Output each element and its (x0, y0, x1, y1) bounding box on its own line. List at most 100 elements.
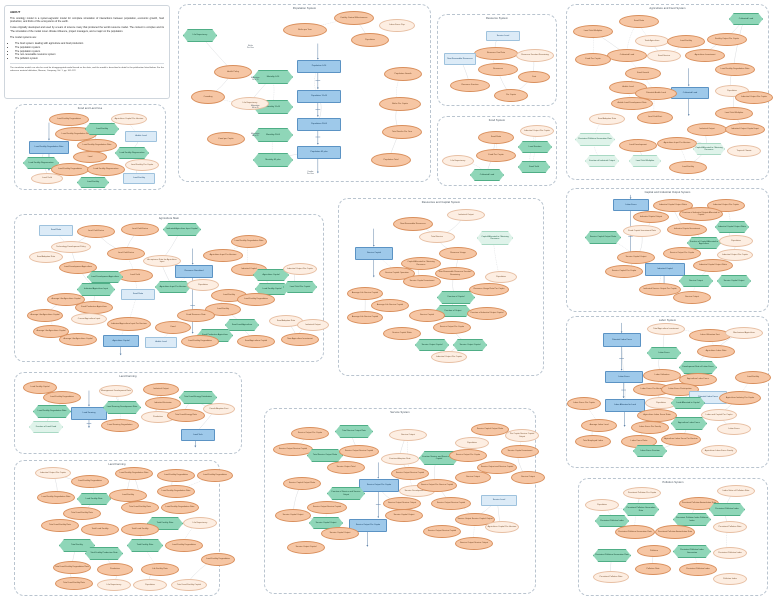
node-process[interactable]: Agriculture Capital (103, 335, 139, 347)
node-entity[interactable]: Current Agriculture Input (71, 313, 107, 325)
node-entity[interactable]: Industrial Capital Investment (667, 223, 707, 236)
node-entity[interactable]: Industrial Output Per Capita (35, 467, 71, 479)
node-entity[interactable]: Service Capital Output (321, 527, 359, 540)
node-entity[interactable]: Service Output Per Capita (433, 321, 471, 334)
node-process[interactable]: Population 15-44 (297, 90, 341, 103)
node-entity[interactable]: Persistent Pollution Rate (593, 571, 629, 583)
node-entity[interactable]: Health Policy (214, 65, 252, 79)
node-entity[interactable]: Persistent Pollution Rate (713, 521, 747, 533)
node-entity[interactable]: Persistent Pollution Index (679, 563, 717, 576)
node-entity[interactable]: Technology Development Policy (51, 241, 91, 253)
node-attribute[interactable]: Land Fraction (518, 141, 552, 153)
node-entity[interactable]: Industrial Capital Output Ratio (693, 259, 733, 272)
node-entity[interactable]: Labor Force Per Capita (567, 397, 601, 410)
node-entity[interactable]: Population (585, 499, 619, 511)
node-entity[interactable]: Industrial Output Per Capita (735, 91, 773, 104)
node-attribute[interactable]: Persistent Pollution Index Pollution Ind… (673, 513, 711, 526)
node-process[interactable]: Industrial Capital (645, 263, 685, 276)
node-process[interactable]: Arable Land (125, 131, 157, 142)
node-entity[interactable]: Land Yield Factor (107, 247, 145, 260)
node-entity[interactable]: Agriculture Industry Per Capita (719, 391, 761, 405)
node-process[interactable]: Food Ratio (121, 289, 155, 300)
node-entity[interactable]: Land Fertility Degradation (49, 113, 89, 126)
node-entity[interactable]: Service Output (673, 291, 711, 304)
node-entity[interactable]: Resource Fraction Remaining (516, 49, 554, 62)
node-attribute[interactable]: Land Fertility Rate (77, 493, 111, 505)
node-attribute[interactable]: Land Yield Per Capital (283, 281, 317, 293)
node-entity[interactable]: Service Capital Ratio (383, 327, 421, 340)
node-entity[interactable]: Land Fertility Degradation Rate (115, 467, 153, 480)
node-entity[interactable]: Resource Fraction (450, 79, 490, 92)
node-entity[interactable]: Indicated Service Output Per Capita (639, 283, 681, 296)
node-entity[interactable]: Land Development (619, 139, 657, 152)
node-entity[interactable]: Total Service (419, 231, 455, 243)
node-entity[interactable]: Food Ratio (619, 15, 659, 28)
node-attribute[interactable]: Land Fertility Regeneration (115, 147, 149, 159)
node-entity[interactable]: Service Output Capital (287, 541, 325, 554)
node-attribute[interactable]: Cultivated Land (470, 169, 504, 181)
node-process[interactable]: Service Level (481, 495, 517, 506)
node-attribute[interactable]: Service Capital Output (717, 275, 751, 287)
node-entity[interactable]: Index Value of Pollution Rate (717, 485, 755, 497)
node-attribute[interactable]: Agriculture Capital (253, 269, 289, 281)
node-entity[interactable]: Persistent Pollution Generation Rate (615, 525, 655, 539)
node-entity[interactable]: Total Land Energy Rate (167, 409, 205, 422)
node-attribute[interactable]: Total Service Output Rate (335, 425, 373, 438)
node-attribute[interactable]: Total Fertility Rate (127, 539, 163, 552)
node-entity[interactable]: Land Fertility Degradation Rate (161, 501, 199, 514)
node-entity[interactable]: Labor Force (717, 423, 751, 435)
node-entity[interactable]: Land Fertility Degradation (165, 539, 203, 552)
node-entity[interactable]: Service Output (511, 471, 545, 484)
node-entity[interactable]: Fraction Adoption Rate (381, 453, 419, 465)
node-entity[interactable]: Land Fertility Degradation (71, 475, 109, 488)
node-process[interactable]: Cultivated Land (671, 87, 709, 99)
node-entity[interactable]: Land Farming Degradation (101, 419, 139, 432)
node-entity[interactable]: Land Fertility Degradation (181, 335, 219, 348)
node-entity[interactable]: Non-Renewable Resource Fraction Remainin… (435, 267, 475, 280)
node-attribute[interactable]: Food Yield (518, 161, 550, 173)
node-entity[interactable]: Service Output Per Capita (291, 427, 329, 440)
node-entity[interactable]: Pollution Rate (635, 563, 671, 575)
node-attribute[interactable]: Fraction of Industrial Output (585, 155, 619, 167)
node-entity[interactable]: Cost (518, 71, 550, 83)
node-entity[interactable]: Service Output Service Capital (431, 497, 471, 510)
node-attribute[interactable]: Labor Force Fraction (633, 445, 667, 457)
node-attribute[interactable]: Fraction of Land Used (29, 421, 63, 433)
node-attribute[interactable]: Mortality 65 plus (253, 153, 293, 167)
node-entity[interactable]: Land Yield (117, 269, 153, 282)
node-entity[interactable]: Service Output Service Output (455, 537, 493, 550)
node-entity[interactable]: Total Land Fertility Capital (171, 579, 207, 591)
node-process[interactable]: Service Level (486, 31, 520, 41)
node-entity[interactable]: Persistent Pollution Assimilation Rate (655, 525, 695, 539)
node-entity[interactable]: Average Life Service Capital (371, 299, 409, 312)
node-entity[interactable]: Cultivated Land (607, 49, 647, 62)
node-entity[interactable]: Resource Use Rate (474, 47, 518, 60)
node-entity[interactable]: Acceptance Rate for Agriculture Input (143, 255, 181, 267)
node-attribute[interactable]: Service Output (679, 275, 713, 287)
node-entity[interactable]: Service Output (389, 429, 427, 441)
node-entity[interactable]: Agriculture Investment (685, 49, 725, 62)
node-entity[interactable]: Resource Usage (439, 247, 477, 260)
node-entity[interactable]: Land Yield Factor (121, 223, 159, 236)
node-entity[interactable]: Population (351, 33, 389, 47)
node-attribute[interactable]: Indicated Agriculture Input (77, 283, 115, 296)
node-entity[interactable]: Service Output Service Capital (391, 467, 429, 480)
node-attribute[interactable]: Persistent Pollution Index Generation (673, 545, 711, 558)
node-entity[interactable]: Land Development Agriculture (59, 261, 97, 274)
node-process[interactable]: Population 0-14 (297, 60, 341, 73)
node-entity[interactable]: Births per Year (283, 23, 327, 37)
node-entity[interactable]: Land Yield Fact (637, 111, 673, 124)
node-entity[interactable]: Food Ratio (478, 131, 514, 144)
node-process[interactable]: Land Fertility (123, 173, 155, 184)
node-entity[interactable]: Industrial Output Per Capita (520, 125, 554, 137)
node-entity[interactable]: Service Output Service Capital Output (455, 513, 495, 526)
node-entity[interactable]: Average Life Service Capital (347, 287, 383, 300)
node-entity[interactable]: Industrial Emission (145, 397, 181, 410)
node-entity[interactable]: Total Land Fertility Degradation Rate (53, 561, 91, 574)
